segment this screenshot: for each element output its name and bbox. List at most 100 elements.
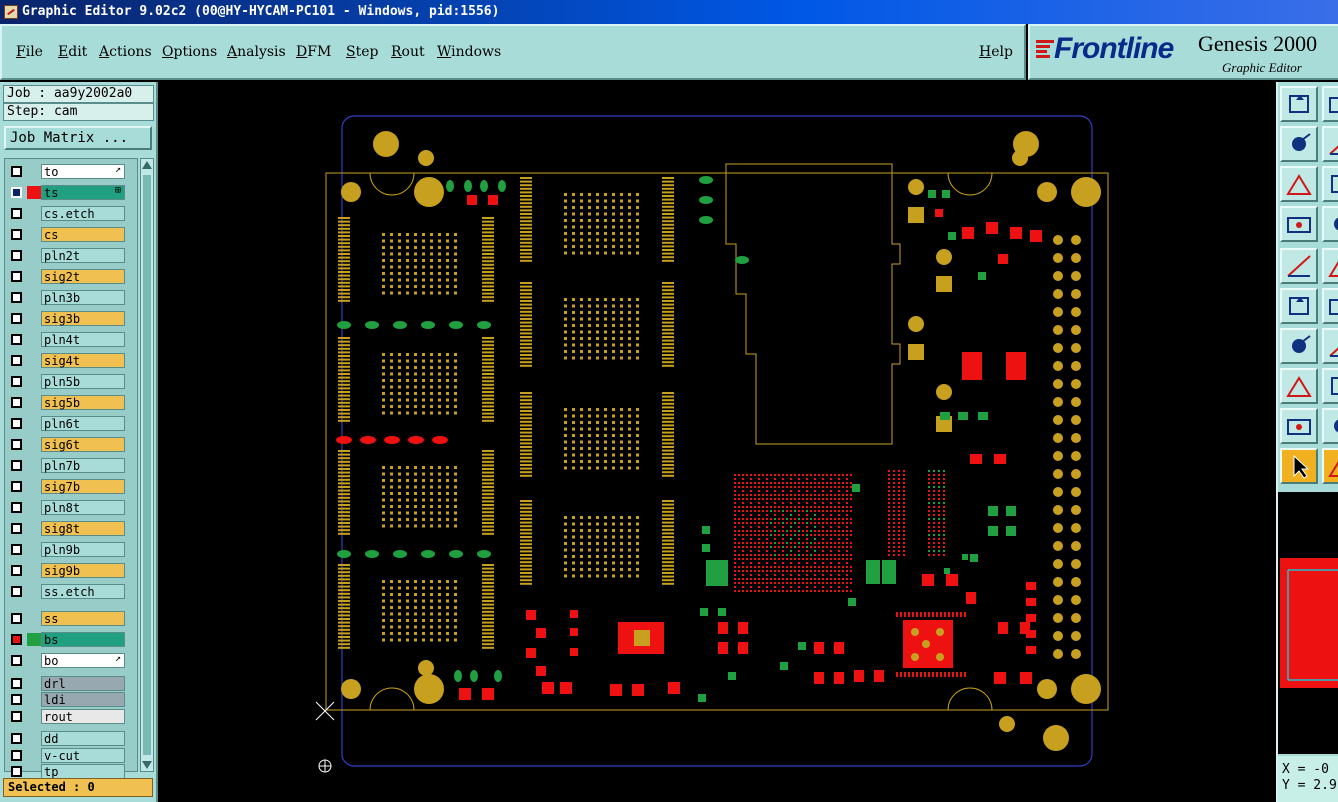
zoom-fit-icon[interactable] (1322, 126, 1338, 162)
layer-row-drl[interactable]: drl (7, 675, 137, 692)
layer-checkbox[interactable] (11, 208, 22, 219)
grid-icon[interactable] (1322, 206, 1338, 242)
layer-row-rout[interactable]: rout (7, 708, 137, 725)
layer-checkbox[interactable] (11, 544, 22, 555)
layer-row-to[interactable]: to↗ (7, 163, 137, 180)
layer-checkbox[interactable] (11, 694, 22, 705)
layer-checkbox[interactable] (11, 418, 22, 429)
layer-checkbox[interactable] (11, 710, 22, 722)
layer-row-pln3b[interactable]: pln3b (7, 289, 137, 306)
layer-row-ss.etch[interactable]: ss.etch (7, 583, 137, 600)
pad-icon[interactable] (1280, 368, 1318, 404)
layer-row-sig8t[interactable]: sig8t (7, 520, 137, 537)
measure-icon[interactable] (1280, 166, 1318, 202)
layer-row-cs.etch[interactable]: cs.etch (7, 205, 137, 222)
layer-name[interactable]: sig4t (41, 353, 125, 368)
layer-checkbox[interactable] (11, 313, 22, 324)
layer-name[interactable]: to (41, 164, 125, 179)
layer-row-ldi[interactable]: ldi (7, 691, 137, 708)
menu-dfm[interactable]: DFM (296, 44, 332, 60)
angle-icon[interactable] (1280, 408, 1318, 444)
layer-checkbox[interactable] (11, 229, 22, 240)
scroll-up-icon[interactable] (142, 161, 152, 169)
layer-checkbox[interactable] (11, 655, 22, 666)
menu-windows[interactable]: Windows (437, 44, 502, 60)
menu-analysis[interactable]: Analysis (227, 44, 286, 60)
layer-checkbox[interactable] (11, 460, 22, 471)
layer-row-v-cut[interactable]: v-cut (7, 747, 137, 764)
layer-row-sig7b[interactable]: sig7b (7, 478, 137, 495)
layer-row-sig3b[interactable]: sig3b (7, 310, 137, 327)
layer-checkbox[interactable] (11, 376, 22, 387)
layer-row-pln7b[interactable]: pln7b (7, 457, 137, 474)
layer-name[interactable]: tp (41, 764, 125, 779)
screen-icon[interactable] (1322, 448, 1338, 484)
layer-name[interactable]: bo (41, 653, 125, 668)
menu-file[interactable]: File (16, 44, 43, 60)
menu-options[interactable]: Options (162, 44, 218, 60)
layer-checkbox[interactable] (11, 634, 22, 645)
layer-name[interactable]: pln6t (41, 416, 125, 431)
menu-step[interactable]: Step (346, 44, 379, 60)
layer-name[interactable]: pln9b (41, 542, 125, 557)
layer-checkbox[interactable] (11, 439, 22, 450)
layer-name[interactable]: sig7b (41, 479, 125, 494)
layer-checkbox[interactable] (11, 613, 22, 624)
pcb-canvas[interactable] (158, 82, 1276, 802)
layer-name[interactable]: ss.etch (41, 584, 125, 599)
zoom-home-icon[interactable] (1322, 166, 1338, 202)
layer-row-sig5b[interactable]: sig5b (7, 394, 137, 411)
layer-name[interactable]: sig2t (41, 269, 125, 284)
layer-checkbox[interactable] (11, 187, 22, 198)
layer-row-sig4t[interactable]: sig4t (7, 352, 137, 369)
layer-row-cs[interactable]: cs (7, 226, 137, 243)
menu-actions[interactable]: Actions (99, 44, 152, 60)
layer-checkbox[interactable] (11, 355, 22, 366)
layer-checkbox[interactable] (11, 677, 22, 689)
layer-row-ts[interactable]: ts⊞ (7, 184, 137, 201)
layer-name[interactable]: pln2t (41, 248, 125, 263)
layer-name[interactable]: cs.etch (41, 206, 125, 221)
layer-checkbox[interactable] (11, 334, 22, 345)
layer-name[interactable]: drl (41, 675, 125, 691)
layer-checkbox[interactable] (11, 166, 22, 177)
layer-checkbox[interactable] (11, 292, 22, 303)
zoom-box-icon[interactable] (1322, 86, 1338, 122)
menu-help[interactable]: Help (979, 44, 1013, 60)
layer-row-sig6t[interactable]: sig6t (7, 436, 137, 453)
layer-checkbox[interactable] (11, 250, 22, 261)
layer-row-pln6t[interactable]: pln6t (7, 415, 137, 432)
layer-name[interactable]: pln8t (41, 500, 125, 515)
line-icon[interactable] (1280, 328, 1318, 364)
layer-name[interactable]: sig8t (41, 521, 125, 536)
layer-row-ss[interactable]: ss (7, 610, 137, 627)
layer-scrollbar[interactable] (140, 158, 154, 772)
layer-checkbox[interactable] (11, 565, 22, 576)
select-icon[interactable] (1280, 248, 1318, 284)
layer-row-pln5b[interactable]: pln5b (7, 373, 137, 390)
layer-row-bo[interactable]: bo↗ (7, 652, 137, 669)
layer-row-sig2t[interactable]: sig2t (7, 268, 137, 285)
layer-row-pln8t[interactable]: pln8t (7, 499, 137, 516)
triangle-icon[interactable] (1322, 408, 1338, 444)
highlight-icon[interactable] (1280, 206, 1318, 242)
layer-row-pln4t[interactable]: pln4t (7, 331, 137, 348)
pan-icon[interactable] (1280, 126, 1318, 162)
layer-checkbox[interactable] (11, 586, 22, 597)
layer-name[interactable]: sig3b (41, 311, 125, 326)
add-icon[interactable] (1322, 248, 1338, 284)
layer-name[interactable]: ts (41, 185, 125, 200)
layer-name[interactable]: sig6t (41, 437, 125, 452)
layer-checkbox[interactable] (11, 271, 22, 282)
layer-checkbox[interactable] (11, 397, 22, 408)
layer-checkbox[interactable] (11, 523, 22, 534)
layer-name[interactable]: dd (41, 731, 125, 746)
diag-icon[interactable] (1322, 328, 1338, 364)
layer-name[interactable]: bs (41, 632, 125, 647)
layer-row-sig9b[interactable]: sig9b (7, 562, 137, 579)
scroll-down-icon[interactable] (142, 761, 152, 769)
menu-edit[interactable]: Edit (58, 44, 88, 60)
layer-name[interactable]: sig9b (41, 563, 125, 578)
layer-checkbox[interactable] (11, 749, 22, 761)
arrow-icon[interactable] (1322, 368, 1338, 404)
